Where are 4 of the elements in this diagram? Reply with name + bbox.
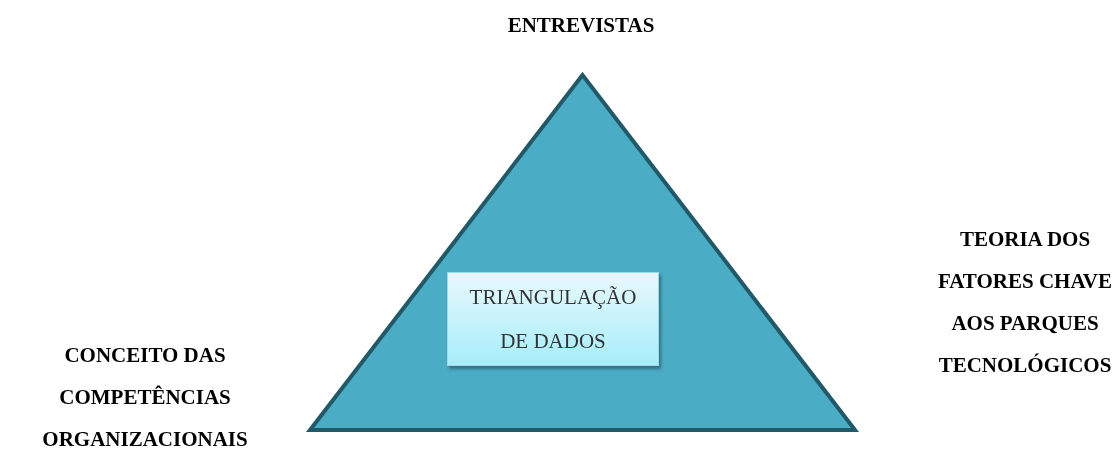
text-box: TRIANGULAÇÃO DE DADOS [447, 272, 659, 366]
vertex-label: TEORIA DOS FATORES CHAVE AOS PARQUES TECNOLÓGICOS [936, 226, 1114, 379]
vertex-label: CONCEITO DAS COMPETÊNCIAS ORGANIZACIONAIS [41, 342, 249, 453]
vertex-label: ENTREVISTAS [506, 12, 656, 39]
